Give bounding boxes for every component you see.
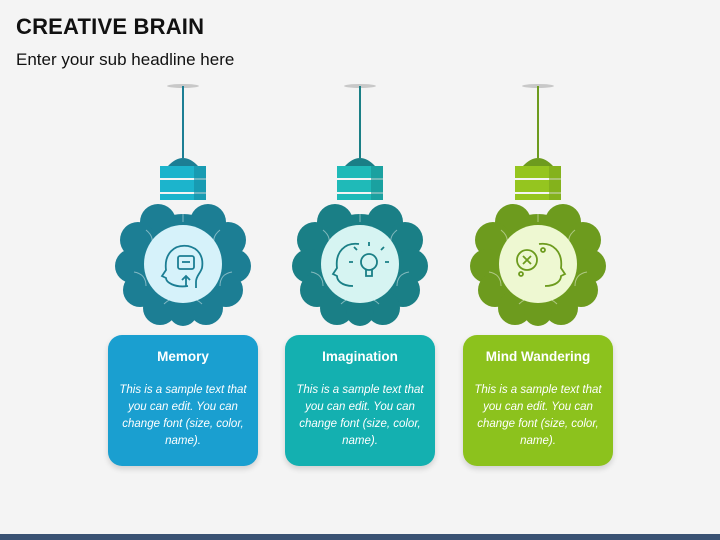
card-heading: Mind Wandering [485, 349, 591, 364]
brain-bulb-graphic [292, 84, 428, 326]
brain-bulb-mind-wandering [453, 80, 623, 340]
page-title: CREATIVE BRAIN [16, 14, 205, 39]
brain-bulb-memory [98, 80, 268, 340]
card-imagination: Imagination This is a sample text that y… [285, 335, 435, 466]
card-heading: Imagination [322, 349, 398, 364]
head-memory-chip-icon [160, 244, 204, 288]
card-body-text: This is a sample text that you can edit.… [474, 384, 602, 447]
card-heading: Memory [157, 349, 209, 364]
footer-bar [0, 534, 720, 540]
head-lightbulb-icon [331, 242, 389, 287]
page-subtitle: Enter your sub headline here [16, 50, 235, 69]
card-memory: Memory This is a sample text that you ca… [108, 335, 258, 466]
brain-bulb-graphic [115, 84, 251, 326]
brain-bulb-imagination [275, 80, 445, 340]
card-mind-wandering: Mind Wandering This is a sample text tha… [463, 335, 613, 466]
brain-bulb-graphic [470, 84, 606, 326]
head-thoughts-icon [516, 242, 567, 287]
card-body-text: This is a sample text that you can edit.… [119, 384, 247, 447]
card-body-text: This is a sample text that you can edit.… [296, 384, 424, 447]
